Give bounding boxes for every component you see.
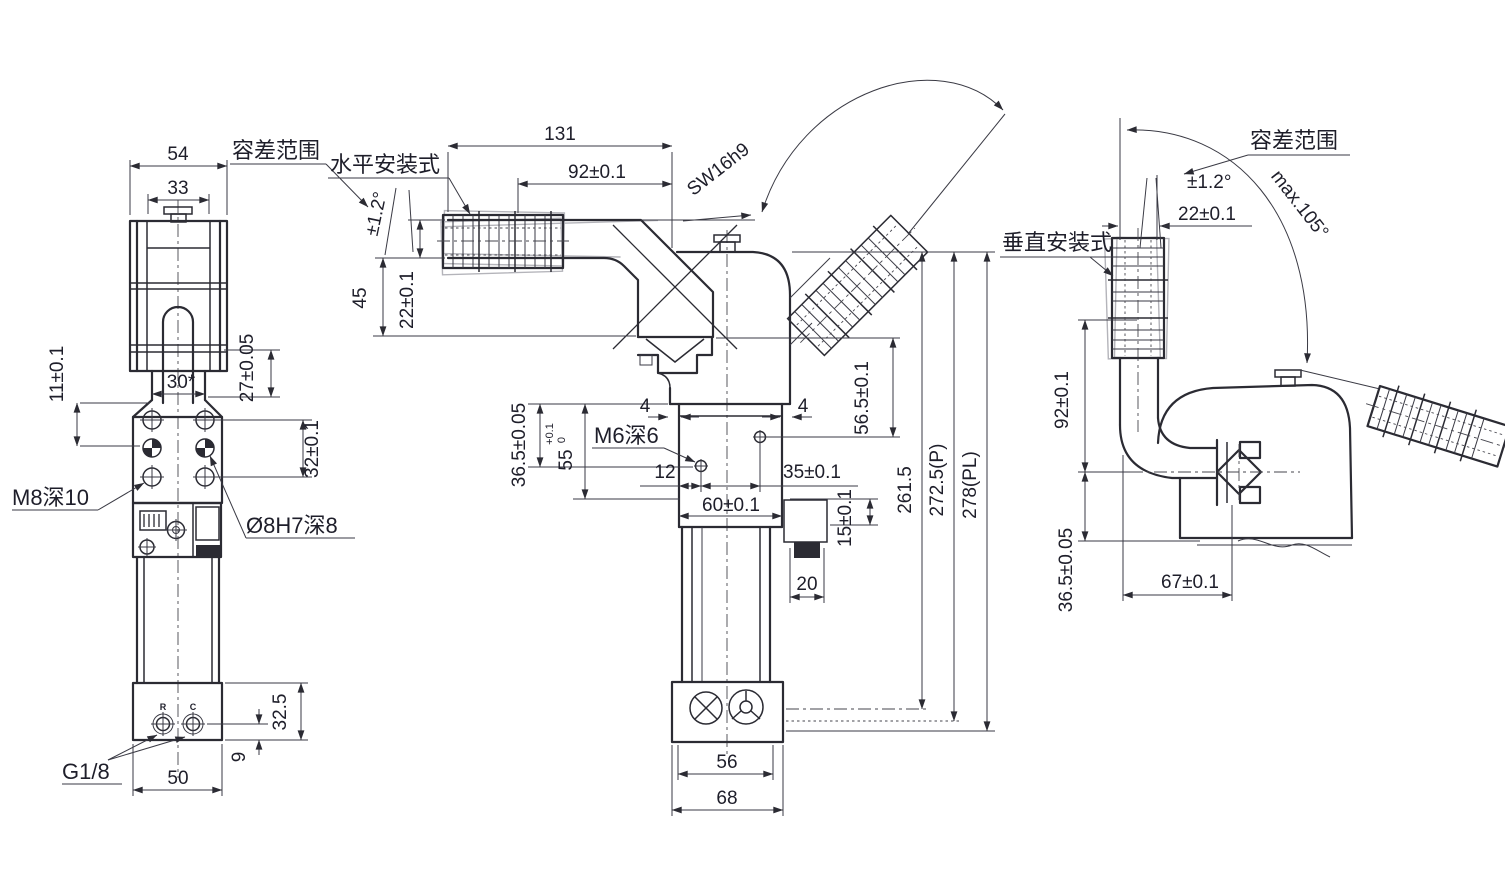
label-g18: G1/8	[62, 759, 110, 784]
dim-92-right: 92±0.1	[1052, 371, 1073, 429]
dim-278: 278(PL)	[960, 451, 981, 519]
dim-36-5: 36.5±0.05	[509, 403, 530, 487]
m6-hole-1	[694, 459, 708, 473]
dim-22-right: 22±0.1	[1178, 204, 1236, 225]
dim-50: 50	[167, 768, 188, 789]
dim-272-5: 272.5(P)	[927, 444, 948, 517]
top-pin-right	[1274, 369, 1302, 387]
label-m6: M6深6	[594, 423, 659, 448]
port-r	[151, 712, 175, 736]
dim-60: 60±0.1	[702, 495, 760, 516]
label-horizontal-mount: 水平安装式	[330, 152, 440, 177]
dim-67: 67±0.1	[1161, 572, 1219, 593]
dim-55-tol-lower: 0	[556, 437, 568, 443]
breather-port	[689, 691, 723, 725]
label-tolerance-range: 容差范围	[232, 138, 320, 163]
tolerance-phantom-right	[1103, 236, 1170, 360]
m8-holes	[140, 408, 217, 489]
clamp-head	[128, 219, 229, 373]
left-view-dimensions: 54 33 11±0.1 30* 27±0.05 32±0.1 M8深10	[12, 144, 355, 796]
dim-4-right: 4	[798, 396, 809, 417]
dim-33: 33	[167, 178, 188, 199]
middle-view: 容差范围 水平安装式 ±1.2° 131 92±0.1 SW16h9 45	[230, 79, 1006, 816]
dim-32-5: 32.5	[270, 694, 291, 731]
rotation-arc-right	[1126, 126, 1311, 364]
right-view: 容差范围 ±1.2° max.105° 22±0.1 垂直安装式 92±0.1 …	[1000, 118, 1505, 612]
label-max-105: max.105°	[1266, 166, 1332, 242]
base-cap	[670, 680, 785, 744]
dim-131: 131	[544, 124, 576, 145]
knurled-shank-horizontal	[437, 211, 569, 272]
label-sw16h9: SW16h9	[683, 139, 753, 200]
cylinder-tube	[135, 555, 221, 685]
label-tolerance-range-right: 容差范围	[1250, 128, 1338, 153]
dim-30: 30*	[167, 372, 196, 393]
clamp-jaw	[636, 335, 714, 389]
dim-54: 54	[167, 144, 189, 165]
body-right	[1156, 369, 1354, 558]
dim-35: 35±0.1	[783, 462, 841, 483]
dim-4-left: 4	[640, 396, 651, 417]
m6-hole-2	[753, 430, 767, 444]
port-c	[181, 712, 205, 736]
dim-68: 68	[716, 788, 737, 809]
clamp-arm	[446, 218, 755, 339]
dim-9: 9	[229, 752, 250, 763]
pivot-cross	[612, 224, 738, 350]
dim-92: 92±0.1	[568, 162, 626, 183]
port-r-label: R	[160, 702, 167, 712]
dim-55: 55	[556, 449, 577, 470]
dim-45: 45	[350, 287, 371, 308]
dim-12: 12	[654, 462, 675, 483]
label-angle-tolerance-right: ±1.2°	[1187, 172, 1231, 193]
sensor-block	[131, 501, 223, 559]
pivot-diamond	[1130, 440, 1300, 505]
arm-elbow	[1118, 416, 1228, 507]
dim-20: 20	[796, 574, 817, 595]
cylinder-column	[680, 525, 772, 684]
cushion-valve	[728, 689, 764, 725]
dim-32: 32±0.1	[302, 420, 323, 478]
dim-55-tol-upper: +0.1	[544, 423, 556, 445]
body	[668, 234, 792, 406]
knurled-shank-tilted	[1299, 369, 1505, 468]
clevis-slot	[161, 305, 195, 405]
dim-36-5-right: 36.5±0.05	[1056, 528, 1077, 612]
top-pin	[713, 234, 741, 253]
sensor-connector	[783, 499, 828, 558]
dim-56: 56	[716, 752, 737, 773]
mount-block	[677, 402, 784, 529]
dowel-holes	[142, 438, 215, 458]
rotation-arc	[761, 79, 1004, 213]
port-c-label: C	[190, 702, 197, 712]
dim-11: 11±0.1	[47, 346, 68, 403]
dim-56-5: 56.5±0.1	[852, 361, 873, 435]
label-vertical-mount: 垂直安装式	[1002, 230, 1112, 255]
label-angle-tolerance: ±1.2°	[362, 190, 392, 238]
label-dowel: Ø8H7深8	[246, 513, 338, 538]
dim-15: 15±0.1	[835, 489, 856, 547]
dim-261-5: 261.5	[895, 466, 916, 514]
label-m8: M8深10	[12, 485, 89, 510]
break-line	[1237, 538, 1331, 558]
dim-22: 22±0.1	[397, 271, 418, 329]
knurled-shank-rotated	[786, 113, 1006, 357]
mount-hole-block	[131, 408, 224, 505]
dim-27: 27±0.05	[237, 334, 258, 403]
middle-view-dimensions: 容差范围 水平安装式 ±1.2° 131 92±0.1 SW16h9 45	[230, 124, 995, 816]
left-view: R C 54 33 11±0.1 30* 27±0.05	[12, 144, 355, 796]
end-cap: R C	[131, 681, 224, 742]
